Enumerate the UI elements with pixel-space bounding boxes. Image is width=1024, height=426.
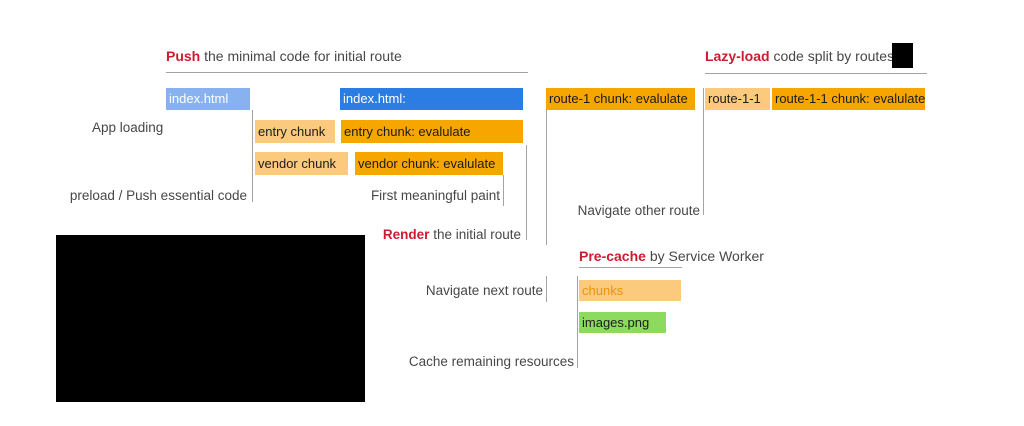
marker-line-render [526,145,527,240]
marker-line-app-loading [252,110,253,202]
bar-route11: route-1-1 [705,88,770,110]
marker-line-navigate-other [703,88,704,215]
bar-chunks: chunks [579,280,681,301]
precache-heading: Pre-cache by Service Worker [579,248,764,264]
label-cache-remaining: Cache remaining resources [408,354,574,369]
bar-index-html: index.html [166,88,250,110]
label-preload: preload / Push essential code [69,188,247,203]
bar-route1-eval: route-1 chunk: evalulate [546,88,695,110]
bar-images-png: images.png [579,312,666,333]
push-heading: Push the minimal code for initial route [166,48,402,64]
lazy-load-heading-rest: code split by routes [769,48,895,64]
label-navigate-other: Navigate other route [577,203,700,218]
bar-vendor-chunk: vendor chunk [255,152,348,175]
bar-entry-chunk: entry chunk [255,120,335,143]
lazy-load-heading: Lazy-load code split by routes [705,48,894,64]
precache-section-underline [579,267,682,268]
bar-route11-eval: route-1-1 chunk: evalulate [772,88,925,110]
label-render-initial-route: Render the initial route [383,227,521,242]
bar-index-html-eval: index.html: [340,88,523,110]
label-render-bold: Render [382,227,430,242]
precache-heading-bold: Pre-cache [579,248,646,264]
push-section-underline [166,72,528,73]
bar-vendor-chunk-eval: vendor chunk: evalulate [355,152,503,175]
redacted-block [56,235,365,402]
lazy-load-heading-bold: Lazy-load [705,48,770,64]
marker-tick-navigate-next [546,276,547,302]
label-app-loading: App loading [92,120,164,135]
precache-heading-rest: by Service Worker [645,248,764,264]
label-fmp: First meaningful paint [370,188,500,203]
label-navigate-next: Navigate next route [425,283,543,298]
label-render-rest: the initial route [429,227,521,242]
marker-line-route1-start [546,110,547,245]
bar-entry-chunk-eval: entry chunk: evalulate [341,120,523,143]
redacted-square [892,43,913,68]
marker-line-fmp [503,175,504,206]
lazy-load-section-underline [705,73,927,74]
marker-line-cache-remaining [577,276,578,368]
push-heading-bold: Push [166,48,201,64]
push-heading-rest: the minimal code for initial route [200,48,402,64]
